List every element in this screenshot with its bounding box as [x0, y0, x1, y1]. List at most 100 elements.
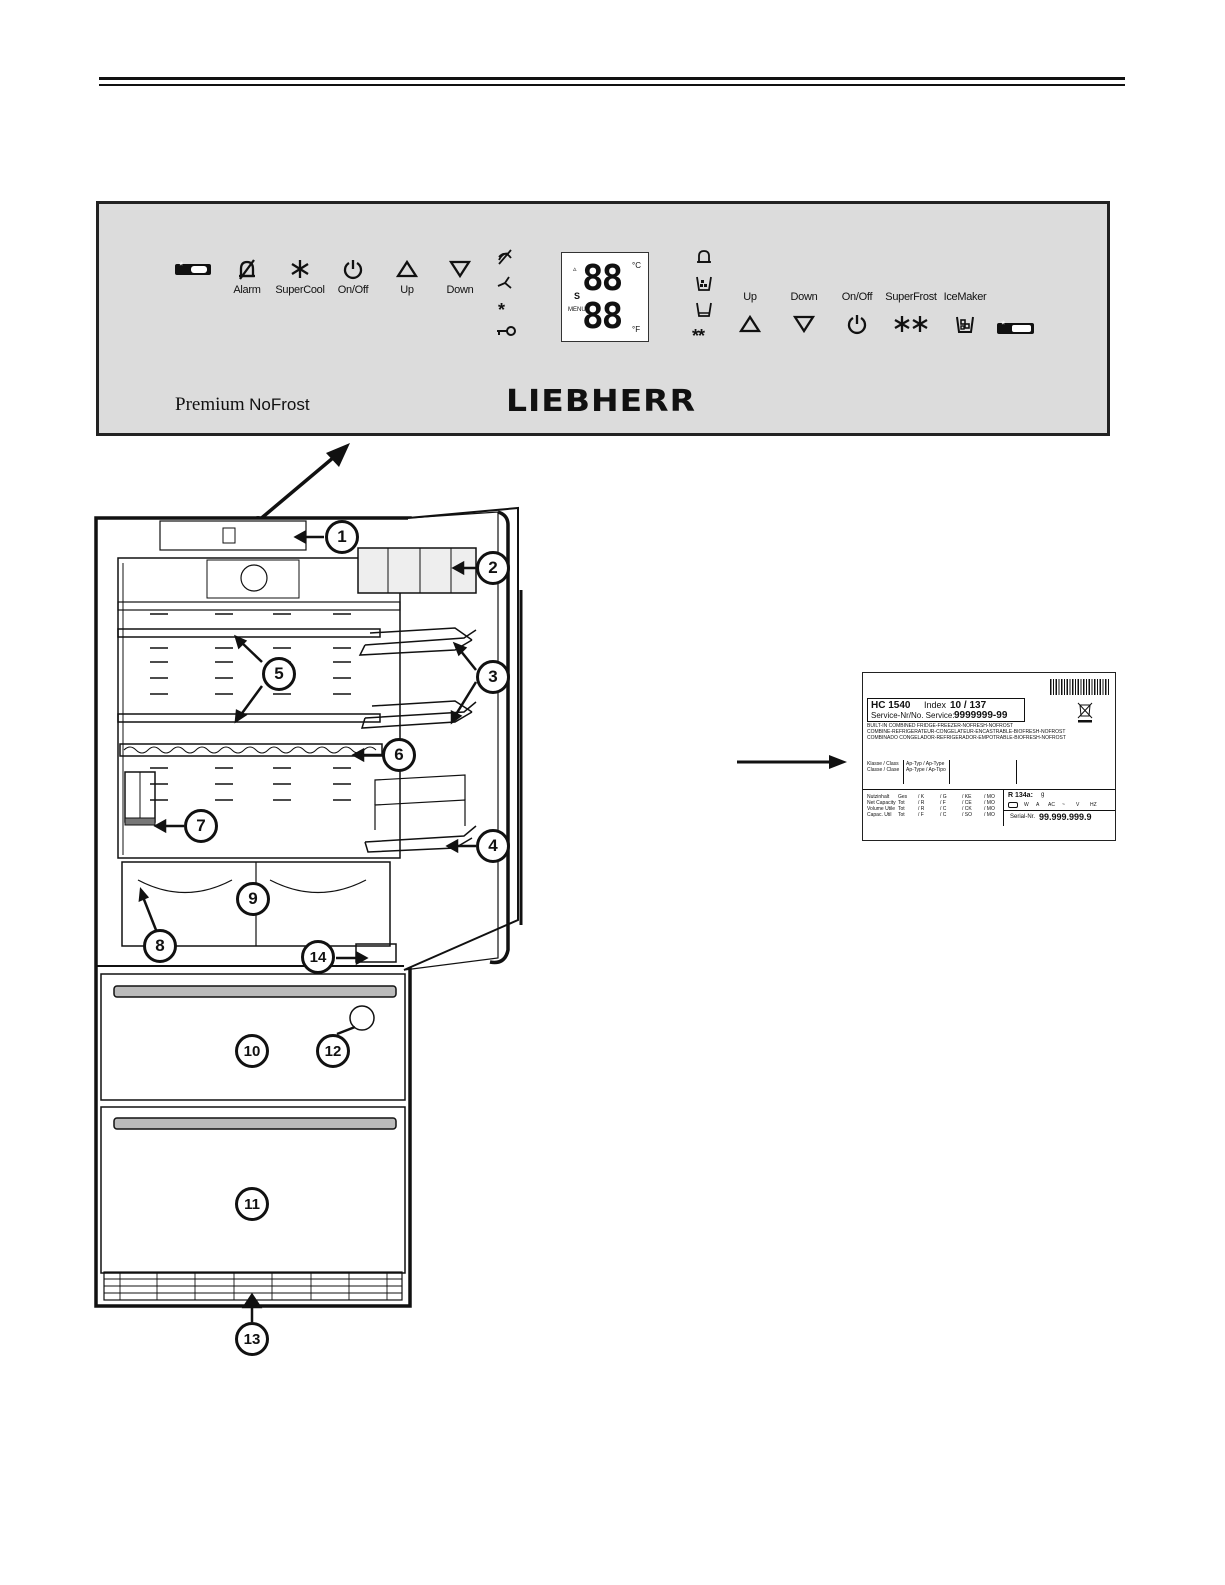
callout-7: 7: [184, 809, 218, 843]
barcode: [1050, 679, 1110, 695]
callout-10: 10: [235, 1034, 269, 1068]
key-icon: [495, 324, 521, 344]
table-divider: [1003, 790, 1004, 826]
liebherr-logo: LIEBHERR: [506, 382, 696, 419]
star-icon: *: [498, 300, 506, 320]
service-label: Service-Nr/No. Service:: [871, 711, 955, 720]
freezer-down-button[interactable]: Down: [420, 254, 500, 296]
serial-label: Serial-Nr.: [1010, 814, 1036, 820]
display-digits-bottom: 88: [582, 296, 623, 337]
freezer-temp-indicator-icon: *: [175, 260, 211, 275]
freezer-up-button[interactable]: Up: [367, 254, 447, 296]
freezer-down-label: Down: [446, 284, 474, 296]
superfrost-label: SuperFrost: [885, 291, 937, 303]
power-icon: [313, 254, 393, 284]
callout-2: 2: [476, 551, 510, 585]
freezer-up-label: Up: [400, 284, 414, 296]
serial-rule: [1003, 810, 1115, 811]
desc-line-1: BUILT-IN COMBINED FRIDGE-FREEZER-NOFRESH…: [867, 723, 1014, 729]
index-value: 10 / 137: [950, 700, 987, 711]
fridge-down-label: Down: [790, 291, 818, 303]
temperature-display: 88 88 °C °F S MENU ▵: [561, 252, 649, 342]
class-label: Klasse / Class Classe / Clase: [867, 761, 900, 773]
rating-label: HC 1540 Index 10 / 137 Service-Nr/No. Se…: [862, 672, 1116, 841]
triangle-down-icon: [420, 254, 500, 284]
icemaker-button[interactable]: IceMaker: [925, 291, 1005, 339]
alarm-off-icon: [207, 254, 287, 284]
double-star-icon: **: [692, 326, 705, 346]
callout-1: 1: [325, 520, 359, 554]
callout-3: 3: [476, 660, 510, 694]
display-unit-c: °C: [632, 261, 641, 270]
callout-14: 14: [301, 940, 335, 974]
refrigerant-label: R 134a:: [1008, 792, 1033, 799]
ice-container-full-icon: [692, 274, 722, 300]
callout-6: 6: [382, 738, 416, 772]
fridge-temp-indicator-icon: *: [997, 319, 1034, 334]
brand-model-line: Premium NoFrost: [175, 394, 310, 416]
callout-11: 11: [235, 1187, 269, 1221]
class-divider: [903, 760, 904, 784]
model-box: HC 1540 Index 10 / 137 Service-Nr/No. Se…: [867, 698, 1025, 722]
control-panel: * Alarm SuperCool On/Off Up Down *: [96, 201, 1110, 436]
desc-line-2: COMBINE-REFRIGERATEUR-CONGELATEUR-ENCAST…: [867, 729, 1066, 735]
callout-9: 9: [236, 882, 270, 916]
indicator-column-left: *: [495, 248, 521, 344]
plug-icon: [1008, 802, 1018, 808]
ventilation-icon: [495, 274, 521, 300]
label-pointer-arrow: [737, 755, 847, 769]
icemaker-icon: [925, 309, 1005, 339]
ventilation-off-icon: [495, 248, 521, 274]
alarm-label: Alarm: [233, 284, 261, 296]
index-label: Index: [924, 700, 947, 710]
display-unit-f: °F: [632, 325, 641, 334]
display-digits-top: 88: [582, 258, 623, 299]
fridge-onoff-button[interactable]: On/Off: [817, 291, 897, 339]
model-name: HC 1540: [871, 700, 911, 711]
callout-4: 4: [476, 829, 510, 863]
display-s-label: S: [574, 291, 581, 301]
supercool-button[interactable]: SuperCool: [260, 254, 340, 296]
type-divider: [949, 760, 950, 784]
fridge-up-button[interactable]: Up: [710, 291, 790, 339]
header-rule-thick: [99, 77, 1125, 80]
power-icon: [817, 309, 897, 339]
fridge-down-button[interactable]: Down: [764, 291, 844, 339]
type-label: Ap-Typ / Ap-Type Ap-Type / Ap-Tipo: [906, 761, 946, 773]
header-rule-thin: [99, 84, 1125, 86]
brand-nofrost: NoFrost: [249, 395, 310, 414]
superfrost-button[interactable]: SuperFrost: [871, 291, 951, 339]
refrigerant-unit: g: [1041, 792, 1045, 798]
freezer-onoff-button[interactable]: On/Off: [313, 254, 393, 296]
brand-premium: Premium: [175, 394, 245, 415]
power-row: W A AC ~ V HZ: [1008, 802, 1100, 808]
serial-value: 99.999.999.9: [1039, 812, 1092, 822]
callout-12: 12: [316, 1034, 350, 1068]
type-divider-2: [1016, 760, 1017, 784]
triangle-up-icon: [710, 309, 790, 339]
callout-8: 8: [143, 929, 177, 963]
fridge-up-label: Up: [743, 291, 757, 303]
bell-icon: [692, 248, 722, 274]
display-menu-label: MENU: [568, 307, 586, 313]
icemaker-label: IceMaker: [943, 291, 987, 303]
desc-line-3: COMBINADO CONGELADOR-REFRIGERADOR-EMPOTR…: [867, 735, 1066, 741]
callout-13: 13: [235, 1322, 269, 1356]
snowflake-icon: [260, 254, 340, 284]
ice-container-empty-icon: [692, 300, 722, 326]
triangle-down-icon: [764, 309, 844, 339]
weee-bin-icon: [1077, 701, 1093, 728]
callout-5: 5: [262, 657, 296, 691]
service-value: 9999999-99: [954, 710, 1008, 721]
double-snowflake-icon: [871, 309, 951, 339]
triangle-up-icon: [367, 254, 447, 284]
supercool-label: SuperCool: [275, 284, 325, 296]
section-rule: [863, 789, 1115, 790]
alarm-button[interactable]: Alarm: [207, 254, 287, 296]
indicator-column-right: **: [692, 248, 722, 346]
